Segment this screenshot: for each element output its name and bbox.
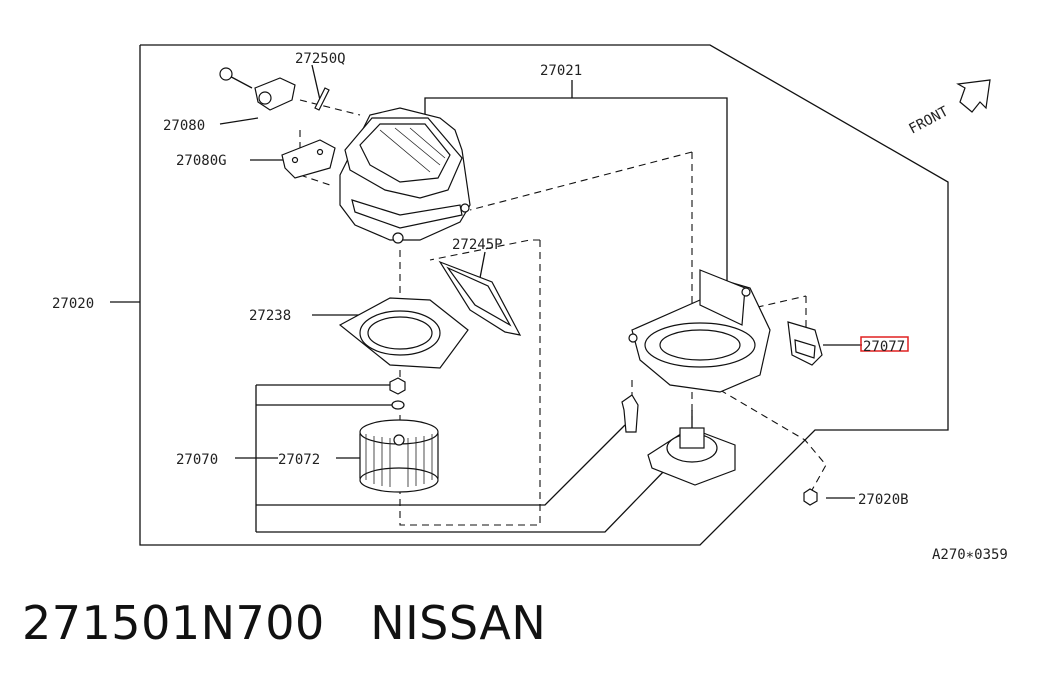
label-27021: 27021 [540,63,582,79]
assembly-outline [139,44,949,546]
lower-blower-housing [628,269,771,393]
label-27080: 27080 [163,118,205,134]
front-arrow-icon [956,79,991,113]
label-27072: 27072 [278,452,320,468]
actuator-part [219,67,296,111]
label-27020: 27020 [52,296,94,312]
label-27077: 27077 [863,339,905,355]
nut-washer-part [389,377,406,410]
label-27070: 27070 [176,452,218,468]
blower-motor-part [621,394,736,486]
upper-blower-housing [339,107,471,244]
bracket-part [281,139,336,179]
label-27020B: 27020B [858,492,909,508]
filter-panel-part [438,260,522,336]
link-rod-part [314,87,330,111]
brand-name: NISSAN [370,596,547,650]
label-27238: 27238 [249,308,291,324]
caption: 271501N700 NISSAN [22,596,546,650]
front-label: FRONT [906,103,951,137]
label-27245P: 27245P [452,237,503,253]
diagram-ref-code: A270∗0359 [932,547,1008,563]
highlight-box [860,336,909,352]
gasket-part [338,297,469,369]
resistor-part [787,321,823,366]
label-27080G: 27080G [176,153,227,169]
part-number: 271501N700 [22,596,325,650]
small-nut-part [803,488,818,506]
label-27250Q: 27250Q [295,51,346,67]
fan-wheel-part [359,419,439,493]
parts-diagram: FRONT 27250Q 27021 27080 27080G 27245P 2… [52,44,1008,563]
leader-lines [110,64,862,533]
